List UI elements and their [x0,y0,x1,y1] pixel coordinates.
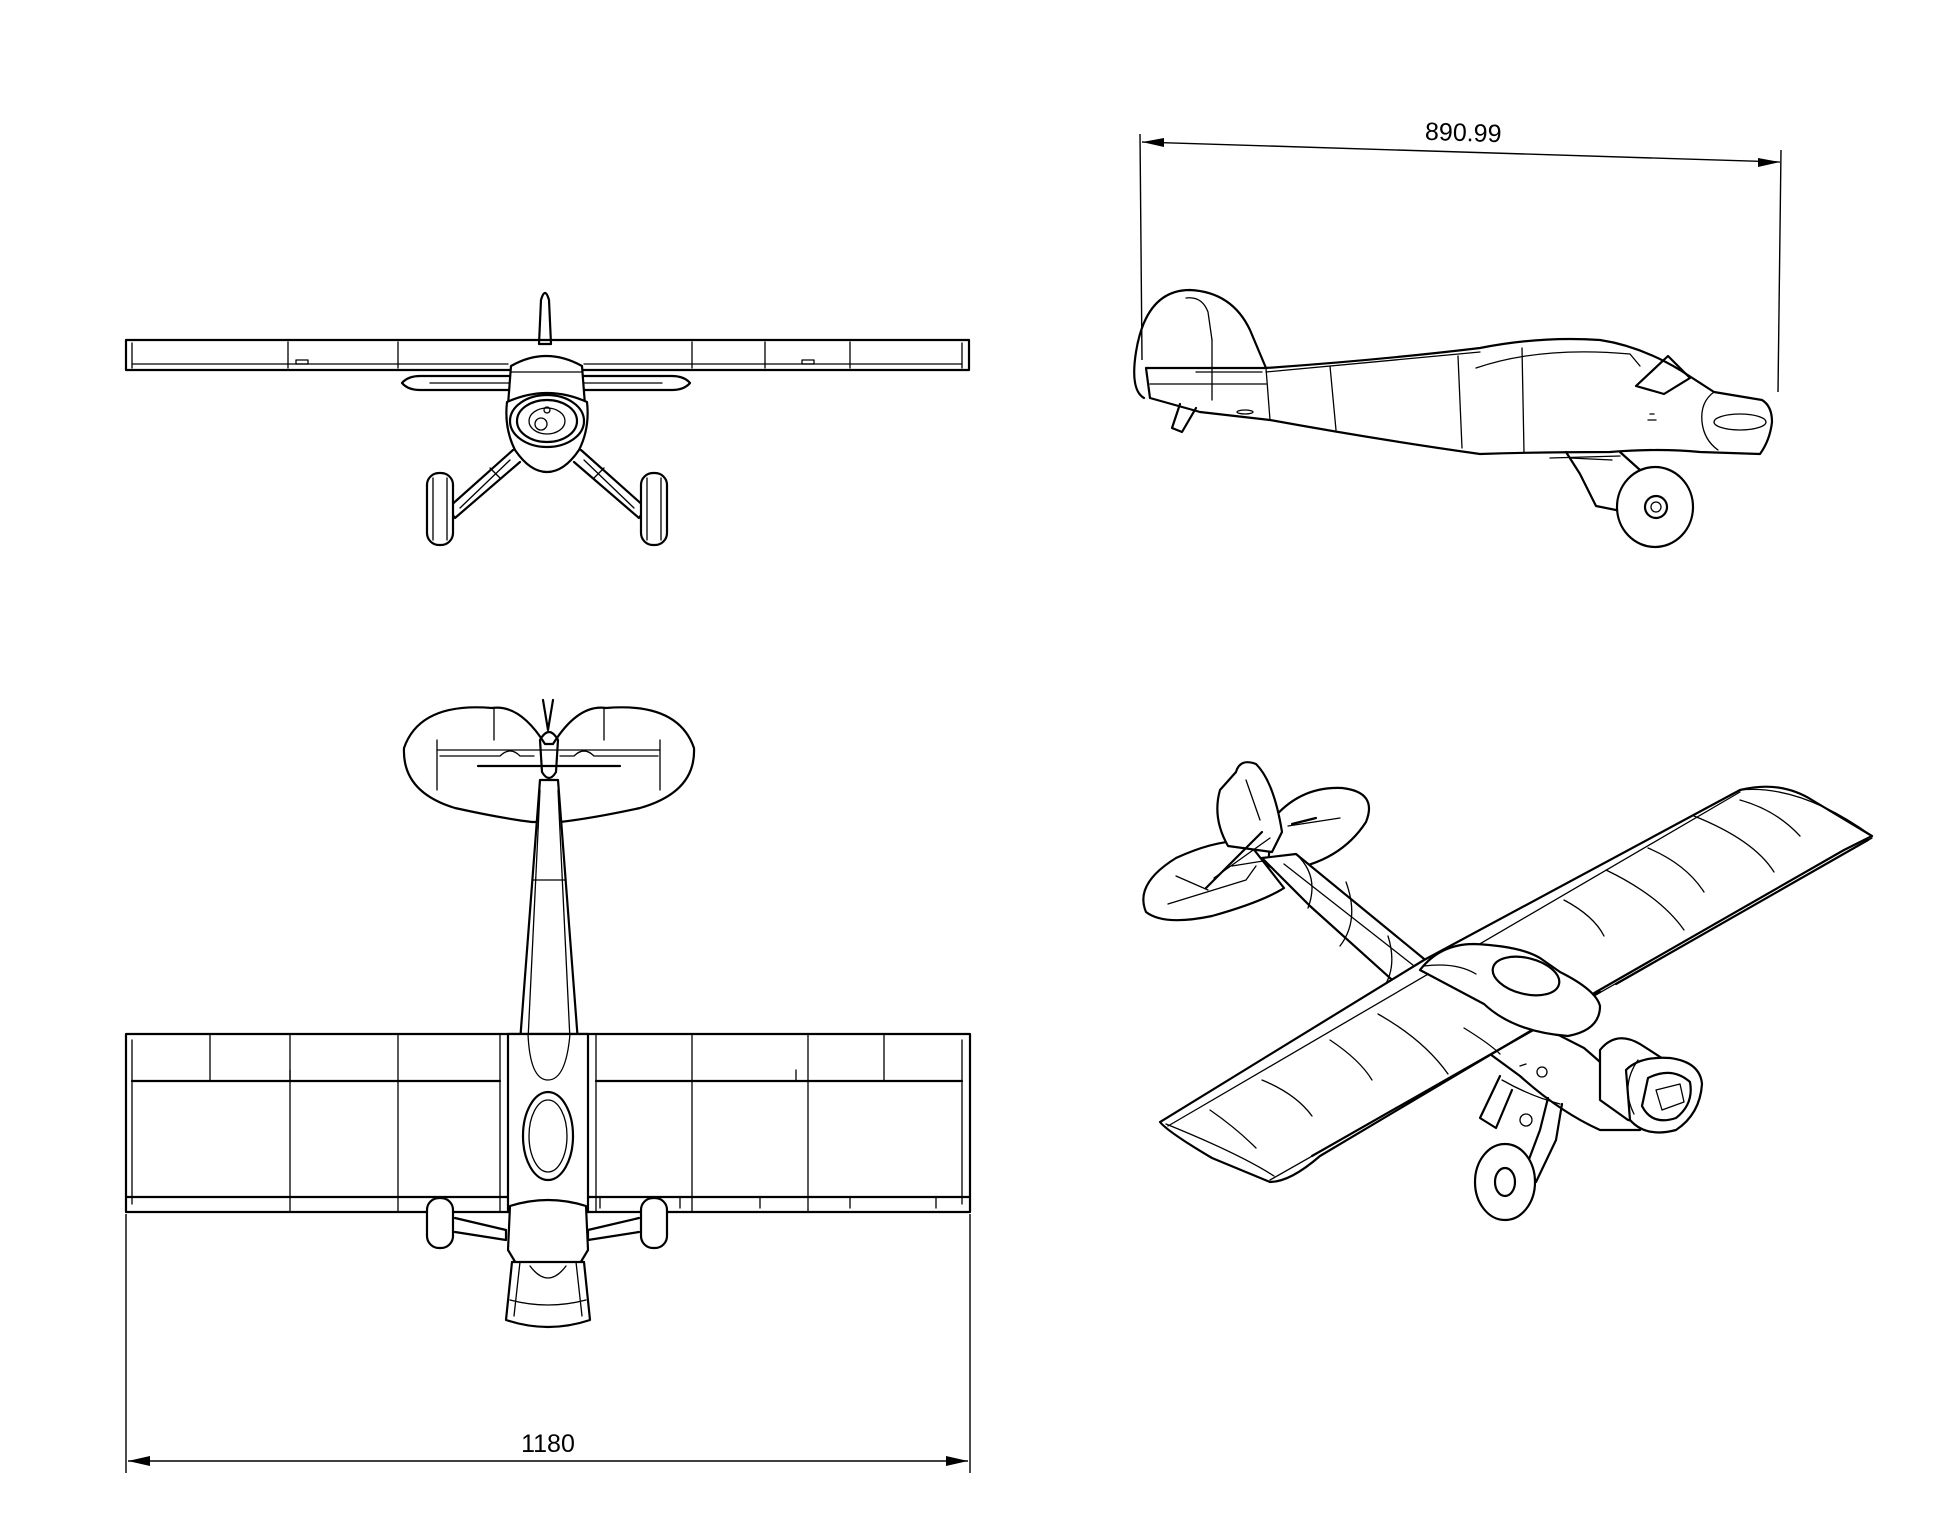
dim-overall-length: 890.99 [1425,118,1502,148]
dim-wingspan: 1180 [521,1430,575,1458]
top-view [124,698,972,1473]
front-view [124,291,971,547]
isometric-view [1142,761,1874,1222]
side-view [1133,133,1782,549]
